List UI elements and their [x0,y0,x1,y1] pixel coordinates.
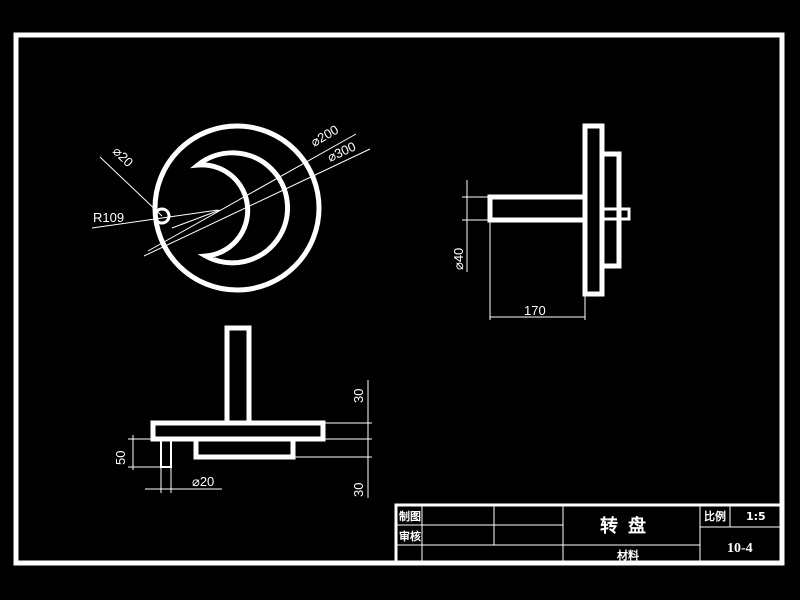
front-pin [160,438,172,468]
dim-dia40: ⌀40 [451,248,466,270]
tb-scale-value: 1:5 [746,510,766,523]
crescent-slot [190,150,290,266]
tb-scale-label: 比例 [704,509,726,523]
leader-dia200 [147,133,357,252]
dim-dia300: ⌀300 [325,139,358,165]
side-shaft [487,194,588,223]
front-view: 30 30 50 ⌀20 [113,325,372,498]
tb-material: 材料 [617,548,639,562]
leader-dia20 [99,156,163,217]
leader-r109-b [171,209,221,229]
leader-dia300 [143,148,371,257]
small-hole [153,207,171,225]
top-view: ⌀20 R109 ⌀200 ⌀300 [91,122,371,293]
side-plate [582,123,605,297]
dim-30-bottom: 30 [351,483,366,497]
tb-part-name: 转盘 [600,515,656,537]
leader-r109 [91,209,219,229]
front-shaft [224,325,252,426]
drawing-border [13,32,785,566]
side-view: ⌀40 170 [451,123,631,320]
dim-dia20: ⌀20 [110,144,136,170]
dim-r109: R109 [93,210,124,225]
dim-50: 50 [113,451,128,465]
tb-label-1: 制图 [399,509,421,523]
tb-label-2: 审核 [399,529,421,543]
outer-circle [152,123,322,293]
front-hub [193,436,296,460]
title-block: 制图 审核 转盘 材料 比例 1:5 10-4 [394,503,784,565]
dim-30-top: 30 [351,389,366,403]
tb-drawing-number: 10-4 [727,541,753,556]
title-block-frame [394,503,784,565]
dim-170: 170 [524,303,546,318]
side-pin [600,207,631,221]
dim-dia20-front: ⌀20 [192,474,214,489]
